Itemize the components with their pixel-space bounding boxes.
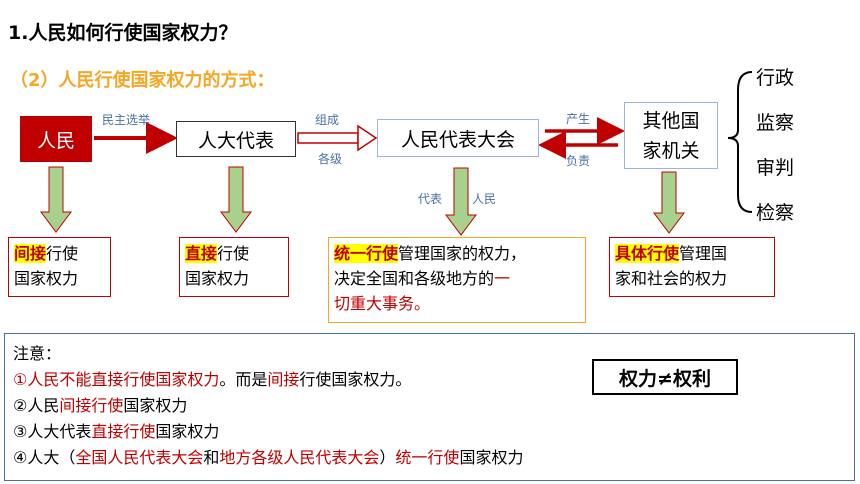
result-deputies-highlight: 直接 xyxy=(185,244,218,263)
result-deputies-text2: 国家权力 xyxy=(185,269,250,288)
note-3-a: ③人大代表 xyxy=(13,422,92,441)
green-arrow-organs xyxy=(653,171,685,234)
node-people: 人民 xyxy=(20,116,92,162)
note-4-a: ④人大（ xyxy=(13,448,76,467)
result-people-text2: 国家权力 xyxy=(14,269,79,288)
note-2: ②人民间接行使国家权力 xyxy=(13,392,187,416)
result-deputies: 直接行使 国家权力 xyxy=(179,237,289,297)
note-3-c: 国家权力 xyxy=(155,422,220,441)
green-arrow-deputies xyxy=(220,166,252,233)
note-1-a: 。而是 xyxy=(219,370,268,389)
node-organs-line1: 其他国 xyxy=(642,109,700,132)
label-compose: 组成 xyxy=(315,113,340,127)
organ-type-procuratorial: 检察 xyxy=(756,202,795,224)
label-represent: 代表 xyxy=(418,192,443,206)
result-deputies-text1: 行使 xyxy=(217,244,250,263)
note-4: ④人大（全国人民代表大会和地方各级人民代表大会）统一行使国家权力 xyxy=(13,444,523,468)
note-4-f: 统一行使 xyxy=(395,448,460,467)
result-congress-text2-red: 一 xyxy=(494,269,511,288)
note-1-red: ①人民不能直接行使国家权力 xyxy=(13,370,220,389)
slide-title: 1.人民如何行使国家权力？ xyxy=(8,22,238,44)
result-organs-text2: 家和社会的权力 xyxy=(615,269,728,288)
node-other-organs: 其他国 家机关 xyxy=(624,102,718,169)
label-election: 民主选举 xyxy=(102,113,151,127)
result-congress-highlight: 统一行使 xyxy=(334,244,399,263)
result-congress-text3: 切重大事务。 xyxy=(334,294,431,313)
result-congress-text2: 决定全国和各级地方的 xyxy=(334,269,495,288)
notes-heading: 注意： xyxy=(13,344,62,363)
result-organs: 具体行使管理国 家和社会的权力 xyxy=(609,237,775,297)
organ-types-brace xyxy=(727,71,753,213)
node-organs-line2: 家机关 xyxy=(642,139,700,162)
note-4-g: 国家权力 xyxy=(459,448,524,467)
rights-vs-power-box: 权力≠权利 xyxy=(592,359,738,395)
node-congress: 人民代表大会 xyxy=(377,119,539,157)
result-congress-text1: 管理国家的权力， xyxy=(398,244,527,263)
notes-box: 注意： ①人民不能直接行使国家权力。而是间接行使国家权力。 ②人民间接行使国家权… xyxy=(4,333,855,481)
note-1: ①人民不能直接行使国家权力。而是间接行使国家权力。 xyxy=(13,366,411,390)
result-people-text1: 行使 xyxy=(46,244,79,263)
label-levels: 各级 xyxy=(318,152,343,166)
note-4-b: 全国人民代表大会 xyxy=(75,448,204,467)
note-1-c: 行使国家权力。 xyxy=(299,370,412,389)
note-3-b: 直接行使 xyxy=(91,422,156,441)
slide-subtitle: （2）人民行使国家权力的方式： xyxy=(10,70,275,91)
note-2-a: ②人民 xyxy=(13,396,60,415)
result-people-highlight: 间接 xyxy=(14,244,47,263)
green-arrow-people xyxy=(40,166,72,233)
result-people: 间接行使 国家权力 xyxy=(8,237,111,297)
note-1-b: 间接 xyxy=(267,370,300,389)
note-2-b: 间接行使 xyxy=(59,396,124,415)
note-4-d: 地方各级人民代表大会 xyxy=(219,448,380,467)
note-4-c: 和 xyxy=(203,448,220,467)
note-2-c: 国家权力 xyxy=(123,396,188,415)
organ-type-judicial: 审判 xyxy=(756,157,795,179)
label-produce: 产生 xyxy=(566,112,591,126)
result-congress: 统一行使管理国家的权力， 决定全国和各级地方的一 切重大事务。 xyxy=(328,237,586,323)
note-3: ③人大代表直接行使国家权力 xyxy=(13,418,219,442)
result-organs-highlight: 具体行使 xyxy=(615,244,680,263)
note-4-e: ） xyxy=(379,448,396,467)
node-deputies: 人大代表 xyxy=(176,121,296,157)
organ-type-supervisory: 监察 xyxy=(756,112,795,134)
arrow-congress-organs xyxy=(538,117,625,159)
label-represent-people: 人民 xyxy=(472,192,497,206)
green-arrow-congress xyxy=(445,167,477,236)
label-responsible: 负责 xyxy=(566,154,591,168)
arrow-deputies-to-congress xyxy=(297,124,378,152)
organ-type-administrative: 行政 xyxy=(756,67,795,89)
result-organs-text1: 管理国 xyxy=(679,244,728,263)
